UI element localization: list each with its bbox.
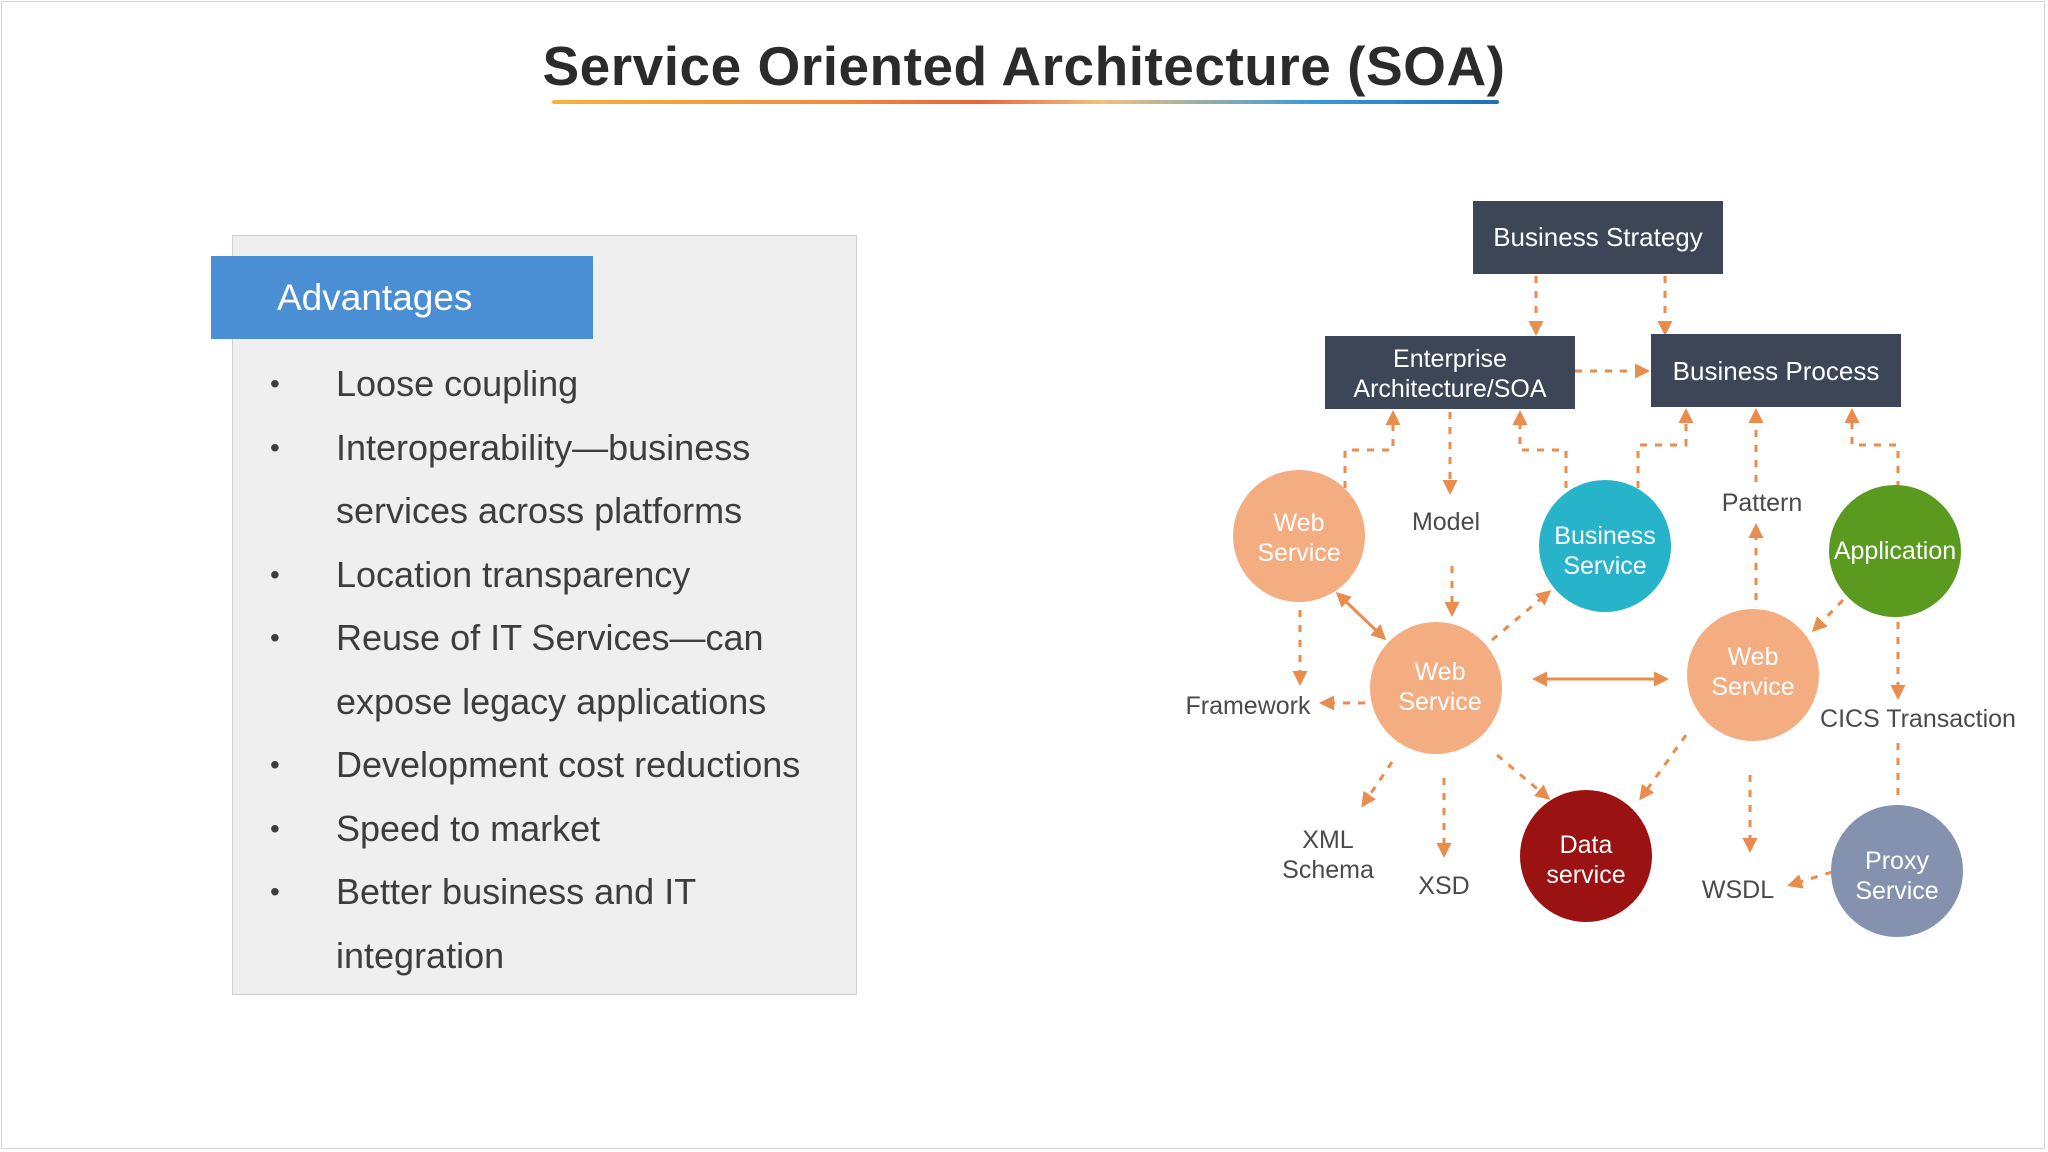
enterprise-architecture-label-line1: Enterprise [1393,345,1507,373]
advantage-text: Reuse of IT Services—can [336,617,764,658]
connector-bs-bp [1636,408,1694,488]
advantage-item: • Speed to market [270,797,850,861]
advantage-item: • Location transparency [270,543,850,607]
advantage-text-cont: integration [336,934,505,976]
bullet-icon: • [270,749,280,780]
business-service-node [1539,480,1671,612]
web-service-node-top-left [1233,470,1365,602]
advantage-text: Interoperability—business [336,426,751,468]
data-service-node-label-2: service [1546,861,1625,889]
connector-ws-wsc [1335,591,1387,641]
slide-title: Service Oriented Architecture (SOA) [542,35,1506,97]
application-node [1829,485,1961,617]
connectors [1292,276,1906,889]
advantage-text: Better business and IT [336,871,697,912]
bullet-icon: • [270,431,280,463]
connector-app-bp [1844,408,1900,488]
web-service-node-center-label-2: Service [1398,688,1481,716]
business-service-node-label-2: Service [1563,552,1646,580]
xml-schema-label: XML [1302,826,1354,854]
proxy-service-node-label: Proxy [1865,847,1929,875]
xsd-label: XSD [1418,872,1469,900]
connector-wsr-data [1639,734,1688,801]
bullet-icon: • [270,368,280,399]
connector-bs-ea [1512,410,1568,488]
advantage-text-cont: expose legacy applications [336,680,767,722]
business-strategy-box [1473,201,1723,274]
advantage-text-cont: services across platforms [336,490,743,531]
business-process-label: Business Process [1673,356,1880,386]
web-service-node-top-left-label-2: Service [1257,539,1340,567]
wsdl-label: WSDL [1702,876,1774,904]
advantage-item: • Interoperability—business services acros… [270,416,850,543]
connector-wsc-xml [1361,761,1394,808]
cics-transaction-label: CICS Transaction [1820,705,2016,733]
advantages-panel [232,235,857,995]
model-label: Model [1412,508,1480,536]
connector-app-wsr [1811,598,1845,633]
advantages-list: • Loose coupling • Interoperability—busine… [270,352,850,987]
advantage-item: • Loose coupling [270,352,850,416]
bullet-icon: • [270,558,280,590]
data-service-node-label: Data [1560,831,1613,859]
connector-wsc-bs [1491,590,1552,642]
connector-ws-ea [1343,410,1401,488]
advantage-item: • Reuse of IT Services—can expose legacy a… [270,606,850,733]
pattern-label: Pattern [1722,489,1803,517]
advantage-item: • Development cost reductions [270,733,850,797]
bullet-icon: • [270,876,280,907]
web-service-node-center [1370,622,1502,754]
web-service-node-top-left-label: Web [1274,509,1325,537]
web-service-node-right [1687,609,1819,741]
advantage-text: Location transparency [336,553,691,595]
web-service-node-center-label: Web [1415,658,1466,686]
advantage-text: Development cost reductions [336,744,801,785]
title-underline [552,100,1499,104]
bullet-icon: • [270,812,280,844]
application-node-label: Application [1834,537,1956,565]
web-service-node-right-label-2: Service [1711,673,1794,701]
advantages-header: Advantages [211,256,593,339]
advantage-item: • Better business and IT integration [270,860,850,987]
connector-wsc-data [1496,753,1551,800]
enterprise-architecture-label-line2: Architecture/SOA [1353,375,1546,403]
business-service-node-label: Business [1554,522,1655,550]
bullet-icon: • [270,622,280,653]
web-service-node-right-label: Web [1728,643,1779,671]
xml-schema-label-2: Schema [1282,856,1374,884]
advantage-text: Loose coupling [336,363,579,404]
business-process-box [1651,334,1901,407]
connector-proxy-wsdl [1787,870,1833,889]
framework-label: Framework [1185,692,1311,720]
proxy-service-node-label-2: Service [1855,877,1938,905]
enterprise-architecture-box [1325,336,1575,409]
advantage-text: Speed to market [336,807,601,849]
business-strategy-label: Business Strategy [1493,222,1703,252]
data-service-node [1520,790,1652,922]
proxy-service-node [1831,805,1963,937]
